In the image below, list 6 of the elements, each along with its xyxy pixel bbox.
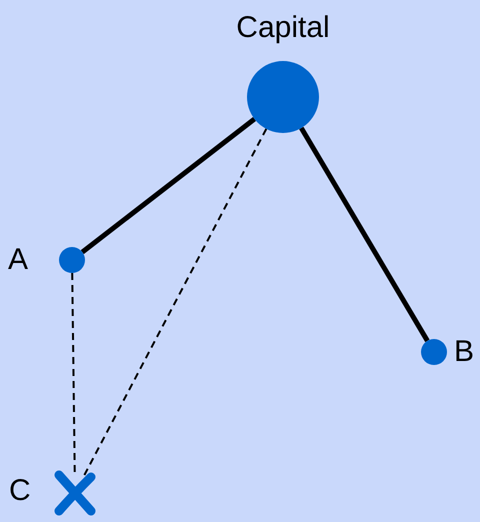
route-line: [80, 117, 256, 254]
route-line: [299, 126, 430, 342]
place-label: A: [8, 245, 28, 275]
place-label: B: [454, 337, 474, 367]
place-label: C: [9, 476, 31, 506]
place-label: Capital: [235, 13, 331, 43]
